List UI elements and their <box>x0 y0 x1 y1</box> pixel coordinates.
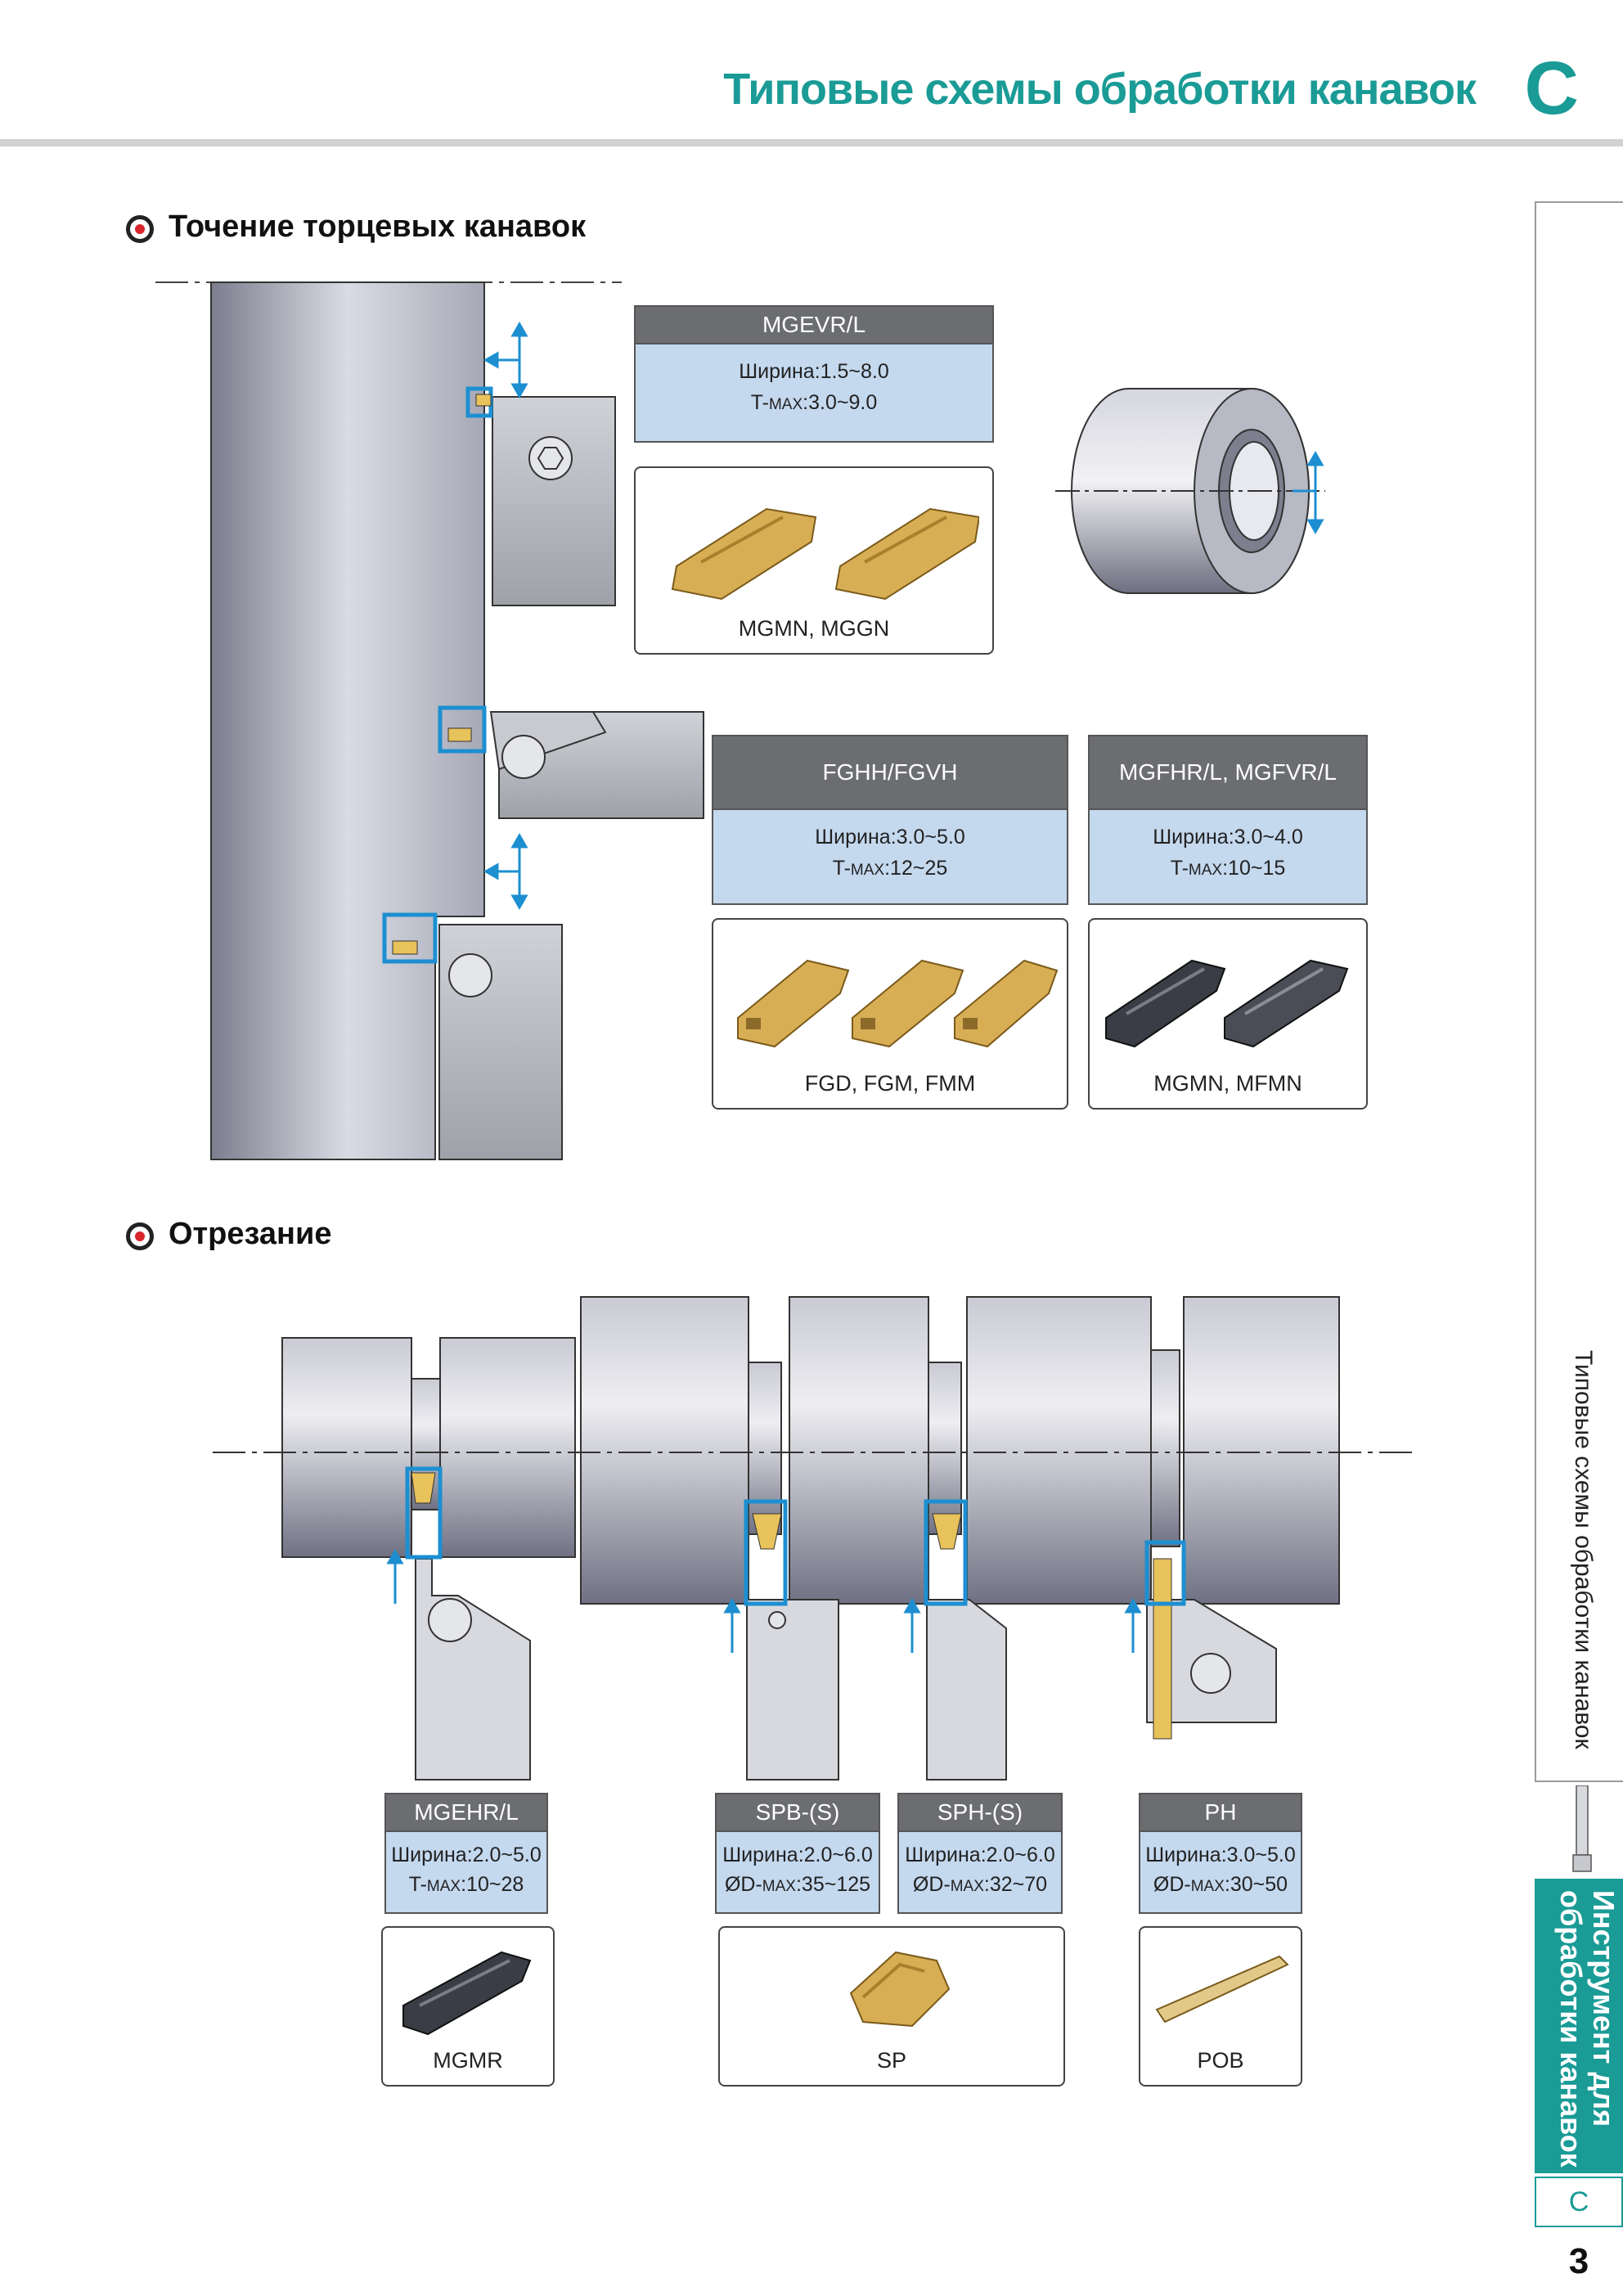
sidebar-vertical-text: Типовые схемы обработки канавок <box>1570 1350 1597 1749</box>
insert-image-sp: SP <box>718 1926 1065 2087</box>
d-value: :32~70 <box>983 1873 1048 1896</box>
insert-caption: SP <box>876 2048 907 2073</box>
width-value: 2.0~6.0 <box>986 1844 1055 1866</box>
width-label: Ширина: <box>739 360 820 383</box>
holder-mgehr-specs: Ширина:2.0~5.0 T-MAX:10~28 <box>384 1832 548 1914</box>
holder-ph-title: PH <box>1139 1793 1302 1832</box>
holder-mgehr-title: MGEHR/L <box>384 1793 548 1832</box>
d-max-label: MAX <box>950 1878 984 1895</box>
chapter-tab-letter: C <box>1535 2177 1623 2227</box>
width-label: Ширина: <box>1145 1844 1227 1866</box>
face-grooving-diagram <box>155 281 704 1160</box>
holder-fghh-title: FGHH/FGVH <box>712 735 1068 810</box>
t-max-label: MAX <box>426 1878 461 1895</box>
holder-sph-title: SPH-(S) <box>897 1793 1063 1832</box>
width-value: 2.0~6.0 <box>803 1844 873 1866</box>
grooving-insert-icon <box>671 507 979 601</box>
face-insert-icon <box>737 959 1059 1048</box>
t-max-label: MAX <box>1188 862 1223 879</box>
parting-insert-icon <box>849 1951 951 2028</box>
holder-spb-title: SPB-(S) <box>715 1793 880 1832</box>
page-number: 3 <box>1568 2241 1589 2281</box>
chapter-tab-label: Инструмент для обработки канавок <box>1554 1890 1621 2168</box>
bullet-icon <box>126 1222 154 1250</box>
width-label: Ширина: <box>722 1844 804 1866</box>
sidebar-border <box>1535 201 1536 1781</box>
tool-holder-icon <box>1572 1785 1592 1872</box>
insert-image-mgmr: MGMR <box>381 1926 555 2087</box>
holder-ph-specs: Ширина:3.0~5.0 ØD-MAX:30~50 <box>1139 1832 1302 1914</box>
chapter-letter: C <box>1524 47 1579 130</box>
t-label: T- <box>832 857 851 880</box>
sidebar-border <box>1535 201 1623 203</box>
dark-insert-icon <box>402 1951 532 2036</box>
insert-image-mgmn-mggn: MGMN, MGGN <box>634 466 994 655</box>
width-label: Ширина: <box>391 1844 473 1866</box>
t-value: :12~25 <box>884 857 948 880</box>
d-max-label: MAX <box>1190 1878 1225 1895</box>
insert-caption: MGMR <box>433 2048 503 2073</box>
bullet-icon <box>126 215 154 243</box>
t-label: T- <box>750 391 769 414</box>
d-label: ØD- <box>912 1873 951 1896</box>
page-title: Типовые схемы обработки канавок <box>723 65 1477 114</box>
chapter-tab[interactable] <box>1535 1879 1623 2173</box>
section-title-parting: Отрезание <box>169 1217 332 1251</box>
holder-mgfhr-title: MGFHR/L, MGFVR/L <box>1088 735 1368 810</box>
t-max-label: MAX <box>850 862 885 879</box>
insert-image-fgd-fgm-fmm: FGD, FGM, FMM <box>712 918 1068 1110</box>
width-value: 3.0~4.0 <box>1234 826 1303 849</box>
header-rule <box>0 139 1623 146</box>
d-label: ØD- <box>1153 1873 1191 1896</box>
holder-fghh-specs: Ширина:3.0~5.0 T-MAX:12~25 <box>712 810 1068 905</box>
section-title-face-grooving: Точение торцевых канавок <box>169 209 587 244</box>
t-value: :3.0~9.0 <box>803 391 878 414</box>
t-value: :10~28 <box>461 1873 524 1896</box>
t-label: T- <box>408 1873 427 1896</box>
holder-mgevr-title: MGEVR/L <box>634 305 994 344</box>
t-value: :10~15 <box>1222 857 1286 880</box>
blade-insert-icon <box>1155 1955 1289 2024</box>
holder-mgevr-specs: Ширина:1.5~8.0 T-MAX:3.0~9.0 <box>634 344 994 443</box>
workpiece-cylinder-icon <box>1055 388 1325 594</box>
width-value: 2.0~5.0 <box>472 1844 542 1866</box>
holder-sph-specs: Ширина:2.0~6.0 ØD-MAX:32~70 <box>897 1832 1063 1914</box>
t-max-label: MAX <box>768 396 803 413</box>
insert-caption: POB <box>1197 2048 1244 2073</box>
insert-caption: MGMN, MGGN <box>738 616 890 641</box>
d-value: :30~50 <box>1224 1873 1288 1896</box>
width-value: 3.0~5.0 <box>1226 1844 1296 1866</box>
width-value: 1.5~8.0 <box>820 360 889 383</box>
width-label: Ширина: <box>815 826 897 849</box>
holder-mgfhr-specs: Ширина:3.0~4.0 T-MAX:10~15 <box>1088 810 1368 905</box>
holder-spb-specs: Ширина:2.0~6.0 ØD-MAX:35~125 <box>715 1832 880 1914</box>
sidebar-border <box>1535 1781 1623 1782</box>
width-label: Ширина: <box>905 1844 987 1866</box>
insert-image-pob: POB <box>1139 1926 1302 2087</box>
t-label: T- <box>1170 857 1189 880</box>
insert-image-mgmn-mfmn: MGMN, MFMN <box>1088 918 1368 1110</box>
insert-caption: FGD, FGM, FMM <box>804 1071 976 1096</box>
width-label: Ширина: <box>1153 826 1234 849</box>
dark-insert-icon <box>1105 959 1349 1048</box>
d-max-label: MAX <box>762 1878 796 1895</box>
width-value: 3.0~5.0 <box>896 826 965 849</box>
d-value: :35~125 <box>795 1873 871 1896</box>
parting-diagram <box>213 1296 1415 1781</box>
insert-caption: MGMN, MFMN <box>1153 1071 1302 1096</box>
d-label: ØD- <box>724 1873 762 1896</box>
